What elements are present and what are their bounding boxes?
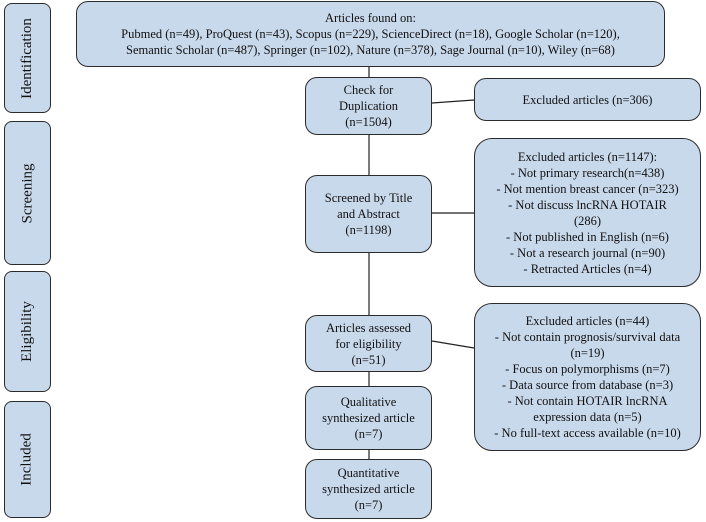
box-line: (286) <box>573 213 602 228</box>
box-excluded-duplicates: Excluded articles (n=306) <box>474 78 701 121</box>
box-line: - Focus on polymorphisms (n=7) <box>505 362 670 376</box>
box-line: Check for <box>343 83 394 97</box>
box-line: synthesized article <box>322 411 415 425</box>
stage-identification: Identification <box>4 3 51 113</box>
box-line: Qualitative <box>340 395 397 409</box>
box-assessed-eligibility: Articles assessed for eligibility (n=51) <box>305 315 432 372</box>
box-line: - Not published in English (n=6) <box>506 229 669 244</box>
box-line: (n=1504) <box>345 115 392 129</box>
box-excluded-screening: Excluded articles (n=1147): - Not primar… <box>474 138 701 287</box>
box-line: (n=51) <box>351 352 386 367</box>
box-quantitative-synthesis: Quantitative synthesized article (n=7) <box>305 459 432 519</box>
box-line: - Data source from database (n=3) <box>501 378 674 392</box>
stage-screening: Screening <box>4 121 51 265</box>
box-line: Articles assessed <box>325 320 412 335</box>
box-line: Excluded articles (n=1147): <box>517 149 658 164</box>
box-line: synthesized article <box>322 482 415 496</box>
box-line: - Not a research journal (n=90) <box>509 245 666 260</box>
box-line: (n=1198) <box>345 223 392 237</box>
box-line: - No full-text access available (n=10) <box>494 426 681 440</box>
box-line: for eligibility <box>335 336 402 351</box>
connector-eligibility-to-excluded <box>431 340 475 349</box>
box-line: - Retracted Articles (n=4) <box>523 261 652 276</box>
box-screened-title-abstract: Screened by Title and Abstract (n=1198) <box>305 175 432 253</box>
box-line: and Abstract <box>337 207 400 221</box>
box-line: - Not mention breast cancer (n=323) <box>496 181 679 196</box>
box-line: Articles found on: <box>325 11 416 25</box>
box-line: Semantic Scholar (n=487), Springer (n=10… <box>126 43 615 57</box>
box-line: Pubmed (n=49), ProQuest (n=43), Scopus (… <box>121 27 620 41</box>
box-line: Duplication <box>338 99 398 113</box>
box-line: (n=19) <box>570 346 605 360</box>
box-articles-found: Articles found on: Pubmed (n=49), ProQue… <box>76 1 665 67</box>
stage-included: Included <box>4 401 51 518</box>
stage-eligibility: Eligibility <box>4 271 51 392</box>
box-line: (n=7) <box>354 427 383 441</box>
box-line: expression data (n=5) <box>533 410 642 424</box>
box-line: Excluded articles (n=44) <box>525 314 650 328</box>
box-line: - Not discuss lncRNA HOTAIR <box>508 197 667 212</box>
box-line: - Not primary research(n=438) <box>510 165 665 180</box>
box-line: (n=7) <box>354 498 383 512</box>
box-excluded-eligibility: Excluded articles (n=44) - Not contain p… <box>474 303 701 451</box>
box-line: - Not contain prognosis/survival data <box>494 330 681 344</box>
connector-duplication-to-excluded <box>431 99 475 104</box>
box-qualitative-synthesis: Qualitative synthesized article (n=7) <box>305 386 432 450</box>
box-line: Quantitative <box>337 466 400 480</box>
box-line: Screened by Title <box>324 191 413 205</box>
box-line: Excluded articles (n=306) <box>522 92 653 107</box>
box-line: - Not contain HOTAIR lncRNA <box>507 394 668 408</box>
box-check-duplication: Check for Duplication (n=1504) <box>305 77 432 135</box>
